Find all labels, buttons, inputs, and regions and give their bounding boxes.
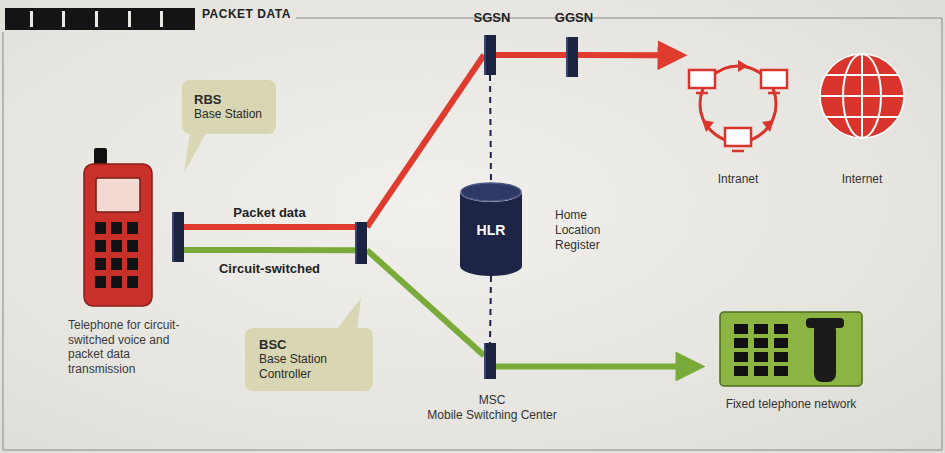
frame (3, 18, 942, 450)
node-name: Telephone for circuit-switched voice and… (68, 318, 180, 376)
callout-tail (184, 133, 208, 173)
desk-telephone (720, 312, 862, 386)
edge-label: Packet data (231, 205, 307, 220)
msc-bar: MSCMobile Switching Center (484, 343, 496, 379)
signalling-link (490, 276, 491, 343)
node-name: Fixed telephone network (706, 397, 876, 411)
text-group: Telephone for circuit-switched voice and… (68, 318, 180, 376)
database-cylinder: HLRHome Location Register (460, 182, 522, 276)
node-name: BSC (259, 337, 359, 352)
intranet-icon (689, 60, 787, 151)
text-group: Home Location Register (555, 208, 621, 253)
node-description: Mobile Switching Center (402, 408, 582, 423)
node-name: RBS (194, 92, 262, 107)
node-description: Base Station (194, 107, 262, 122)
ggsn-bar: GGSN (566, 37, 578, 77)
signalling-link (490, 75, 491, 182)
logo-block (5, 8, 195, 30)
text-group: Internet (812, 172, 912, 186)
text-group: GGSN (539, 10, 609, 25)
text-group: HLR (460, 222, 522, 238)
callout-tail (337, 298, 361, 329)
text-group: MSCMobile Switching Center (402, 393, 582, 423)
transmission-path (496, 52, 566, 58)
text-group: SGSN (457, 10, 527, 25)
diagram-title: PACKET DATA (202, 7, 291, 21)
callout-bubble: RBSBase Station (182, 80, 276, 134)
intranet-node: Intranet (688, 48, 788, 193)
node-name: GGSN (539, 10, 609, 25)
transmission-path (184, 224, 355, 230)
text-group: Fixed telephone network (706, 397, 876, 411)
transmission-path (184, 247, 355, 253)
node-name: Intranet (688, 172, 788, 186)
sgsn-bar: SGSN (484, 35, 496, 75)
base-station-bar: RBSBase Station (172, 212, 184, 262)
node-name: HLR (460, 222, 522, 238)
node-description: Home Location Register (555, 208, 621, 253)
callout-bubble: BSCBase Station Controller (245, 328, 373, 391)
node-description: Base Station Controller (259, 352, 359, 382)
phone-node: Telephone for circuit-switched voice and… (60, 148, 225, 420)
text-group: Intranet (688, 172, 788, 186)
node-name: Internet (812, 172, 912, 186)
mobile-phone (84, 148, 152, 306)
fixed-network-node: Fixed telephone network (706, 308, 876, 438)
edge-label: Circuit-switched (217, 261, 322, 276)
node-name: SGSN (457, 10, 527, 25)
controller-bar: BSCBase Station Controller (355, 222, 367, 264)
internet-node: Internet (812, 48, 912, 193)
node-name: MSC (402, 393, 582, 408)
globe-icon (820, 54, 904, 138)
transmission-path (496, 363, 677, 369)
transmission-path (578, 52, 659, 58)
